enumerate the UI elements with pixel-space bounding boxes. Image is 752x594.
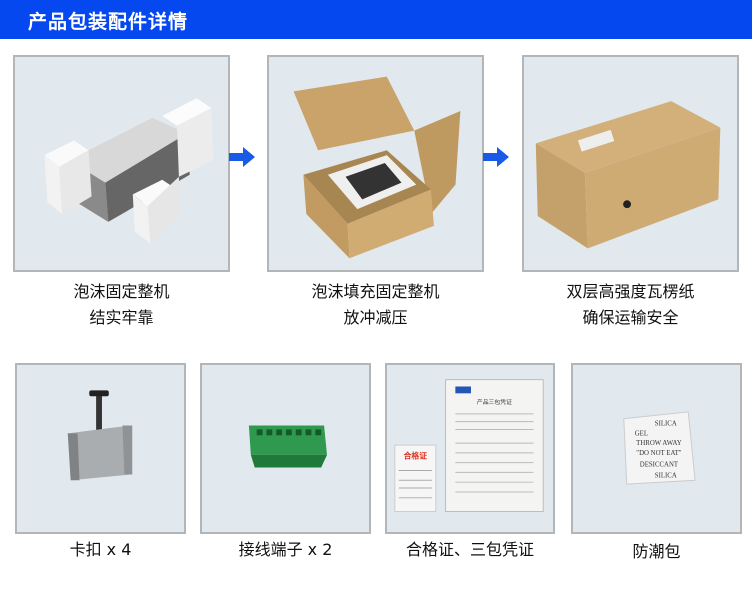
packet-text: SILICA <box>655 472 677 479</box>
open-box-with-foam-image <box>267 55 484 272</box>
page-title: 产品包装配件详情 <box>28 11 189 33</box>
caption-line: 结实牢靠 <box>89 308 154 327</box>
certificate-card-text: 合格证 <box>403 451 428 461</box>
packet-text: SILICA <box>655 421 677 428</box>
caption-line: 双层高强度瓦楞纸 <box>566 282 695 301</box>
accessory-caption: 卡扣 x 4 <box>69 540 132 559</box>
caption-line: 放冲减压 <box>343 308 408 327</box>
step-caption: 泡沫填充固定整机 放冲减压 <box>267 279 484 331</box>
packet-text: DESICCANT <box>640 462 679 469</box>
caption-line: 泡沫填充固定整机 <box>311 282 440 301</box>
closed-corrugated-box-image <box>522 55 739 272</box>
certificate-documents-image: 产品三包凭证 合格证 <box>385 363 555 534</box>
mounting-clip-image <box>15 363 186 534</box>
packet-text: "DO NOT EAT" <box>636 450 681 457</box>
page-header: 产品包装配件详情 <box>0 0 752 39</box>
arrow-right-icon <box>229 147 255 167</box>
green-terminal-block-image <box>200 363 371 534</box>
accessory-caption: 合格证、三包凭证 <box>405 540 534 559</box>
foam-wrapped-unit-image <box>13 55 230 272</box>
step-caption: 泡沫固定整机 结实牢靠 <box>13 279 230 331</box>
caption-line: 确保运输安全 <box>582 308 679 327</box>
accessory-caption: 接线端子 x 2 <box>238 540 333 559</box>
doc-title: 产品三包凭证 <box>477 398 512 406</box>
accessory-caption: 防潮包 <box>632 542 681 561</box>
step-caption: 双层高强度瓦楞纸 确保运输安全 <box>522 279 739 331</box>
silica-gel-packet-image: SILICA GEL THROW AWAY "DO NOT EAT" DESIC… <box>571 363 742 534</box>
packet-text: GEL <box>635 430 648 437</box>
packet-text: THROW AWAY <box>636 440 682 447</box>
arrow-right-icon <box>483 147 509 167</box>
caption-line: 泡沫固定整机 <box>73 282 170 301</box>
